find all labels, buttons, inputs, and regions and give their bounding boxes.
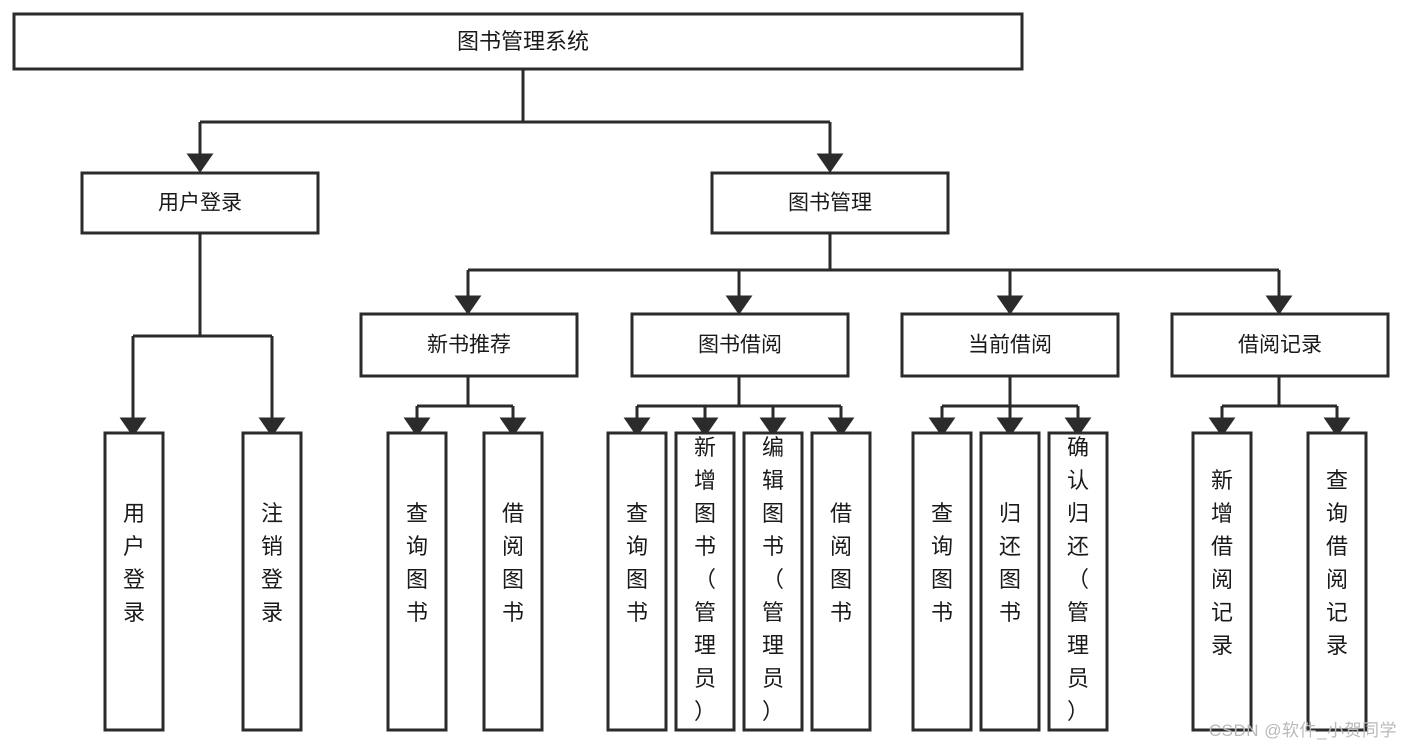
node-leaf-borrow-book-2-label: 借阅图书	[830, 501, 852, 625]
node-leaf-add-record[interactable]: 新增借阅记录	[1191, 431, 1253, 732]
node-leaf-confirm-return-box[interactable]	[1047, 431, 1109, 732]
node-leaf-return-book-label: 归还图书	[999, 501, 1021, 625]
node-leaf-query-book-3-label: 查询图书	[931, 501, 953, 625]
connector-current-to-leaves	[928, 376, 1092, 437]
node-user-login-box[interactable]	[80, 171, 320, 235]
node-leaf-query-record[interactable]: 查询借阅记录	[1306, 431, 1368, 732]
node-leaf-user-login-box[interactable]	[103, 431, 165, 732]
node-leaf-borrow-book-2-box[interactable]	[810, 431, 872, 732]
node-leaf-add-book-box[interactable]	[674, 431, 736, 732]
connector-root-to-level2	[186, 69, 844, 173]
node-new-book-recommend-box[interactable]	[359, 312, 579, 378]
node-leaf-query-book-2-box[interactable]	[606, 431, 668, 732]
node-leaf-logout-login-box[interactable]	[241, 431, 303, 732]
node-book-borrow-label: 图书借阅	[698, 334, 782, 357]
connector-borrow-to-leaves	[623, 376, 855, 437]
node-user-login[interactable]: 用户登录	[80, 171, 320, 235]
node-leaf-borrow-book-1[interactable]: 借阅图书	[482, 431, 544, 732]
node-leaf-add-record-label: 新增借阅记录	[1211, 468, 1233, 658]
node-leaf-borrow-book-1-label: 借阅图书	[502, 501, 524, 625]
node-leaf-query-record-box[interactable]	[1306, 431, 1368, 732]
node-leaf-edit-book-box[interactable]	[742, 431, 804, 732]
node-leaf-borrow-book-2[interactable]: 借阅图书	[810, 431, 872, 732]
node-leaf-query-record-label: 查询借阅记录	[1326, 468, 1348, 658]
node-leaf-confirm-return-label: 确认归还（管理员）	[1067, 435, 1089, 724]
node-leaf-query-book-1[interactable]: 查询图书	[386, 431, 448, 732]
connector-bookmgmt-to-modules	[454, 233, 1293, 315]
node-new-book-recommend[interactable]: 新书推荐	[359, 312, 579, 378]
node-leaf-query-book-2[interactable]: 查询图书	[606, 431, 668, 732]
node-leaf-query-book-1-label: 查询图书	[406, 501, 428, 625]
node-root-label: 图书管理系统	[457, 29, 589, 54]
node-borrow-record-box[interactable]	[1170, 312, 1390, 378]
node-root-box[interactable]	[12, 12, 1024, 71]
node-current-borrow-label: 当前借阅	[968, 334, 1052, 357]
node-leaf-borrow-book-1-box[interactable]	[482, 431, 544, 732]
node-leaf-query-book-1-box[interactable]	[386, 431, 448, 732]
node-leaf-add-book-label: 新增图书（管理员）	[694, 435, 716, 724]
node-leaf-confirm-return[interactable]: 确认归还（管理员）	[1047, 431, 1109, 732]
node-borrow-record[interactable]: 借阅记录	[1170, 312, 1390, 378]
node-leaf-logout-login-label: 注销登录	[261, 501, 283, 625]
node-current-borrow-box[interactable]	[900, 312, 1120, 378]
node-book-borrow-box[interactable]	[630, 312, 850, 378]
node-book-management[interactable]: 图书管理	[710, 171, 950, 235]
node-book-borrow[interactable]: 图书借阅	[630, 312, 850, 378]
node-leaf-edit-book[interactable]: 编辑图书（管理员）	[742, 431, 804, 732]
node-new-book-recommend-label: 新书推荐	[427, 334, 511, 357]
node-user-login-label: 用户登录	[158, 192, 242, 215]
connector-record-to-leaves	[1208, 376, 1351, 437]
node-leaf-return-book[interactable]: 归还图书	[979, 431, 1041, 732]
node-leaf-query-book-3[interactable]: 查询图书	[911, 431, 973, 732]
node-book-management-label: 图书管理	[788, 192, 872, 215]
node-leaf-user-login-label: 用户登录	[123, 501, 145, 625]
node-leaf-add-record-box[interactable]	[1191, 431, 1253, 732]
node-leaf-add-book[interactable]: 新增图书（管理员）	[674, 431, 736, 732]
node-leaf-query-book-3-box[interactable]	[911, 431, 973, 732]
node-book-management-box[interactable]	[710, 171, 950, 235]
node-current-borrow[interactable]: 当前借阅	[900, 312, 1120, 378]
node-borrow-record-label: 借阅记录	[1238, 334, 1322, 357]
node-leaf-query-book-2-label: 查询图书	[626, 501, 648, 625]
node-leaf-edit-book-label: 编辑图书（管理员）	[762, 435, 784, 724]
node-root[interactable]: 图书管理系统	[12, 12, 1024, 71]
node-leaf-logout-login[interactable]: 注销登录	[241, 431, 303, 732]
watermark: CSDN @软件_小贺同学	[1208, 721, 1397, 740]
node-leaf-user-login[interactable]: 用户登录	[103, 431, 165, 732]
node-leaf-return-book-box[interactable]	[979, 431, 1041, 732]
connector-newbook-to-leaves	[403, 376, 527, 437]
connector-userlogin-to-leaves	[119, 233, 286, 437]
